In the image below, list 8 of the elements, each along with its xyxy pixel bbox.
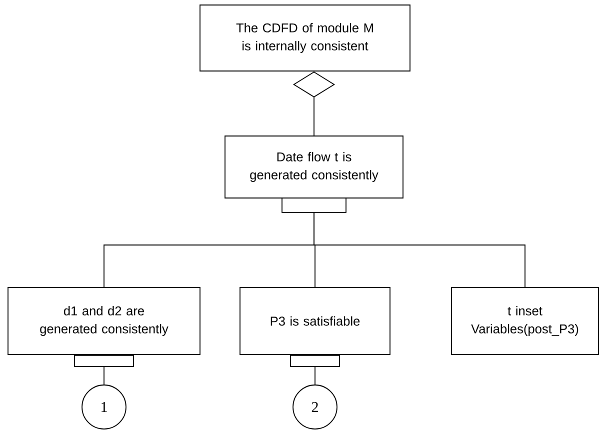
goal-box: P3 is satisfiable	[240, 287, 390, 355]
goal-box: d1 and d2 are generated consistently	[8, 287, 200, 355]
goal-box: The CDFD of module M is internally consistent	[200, 4, 410, 72]
connector	[314, 212, 526, 288]
goal-box: t inset Variables(post_P3)	[451, 287, 599, 355]
connector	[290, 354, 340, 385]
connector	[74, 354, 134, 385]
goal-box: Date flow t is generated consistently	[224, 136, 404, 198]
